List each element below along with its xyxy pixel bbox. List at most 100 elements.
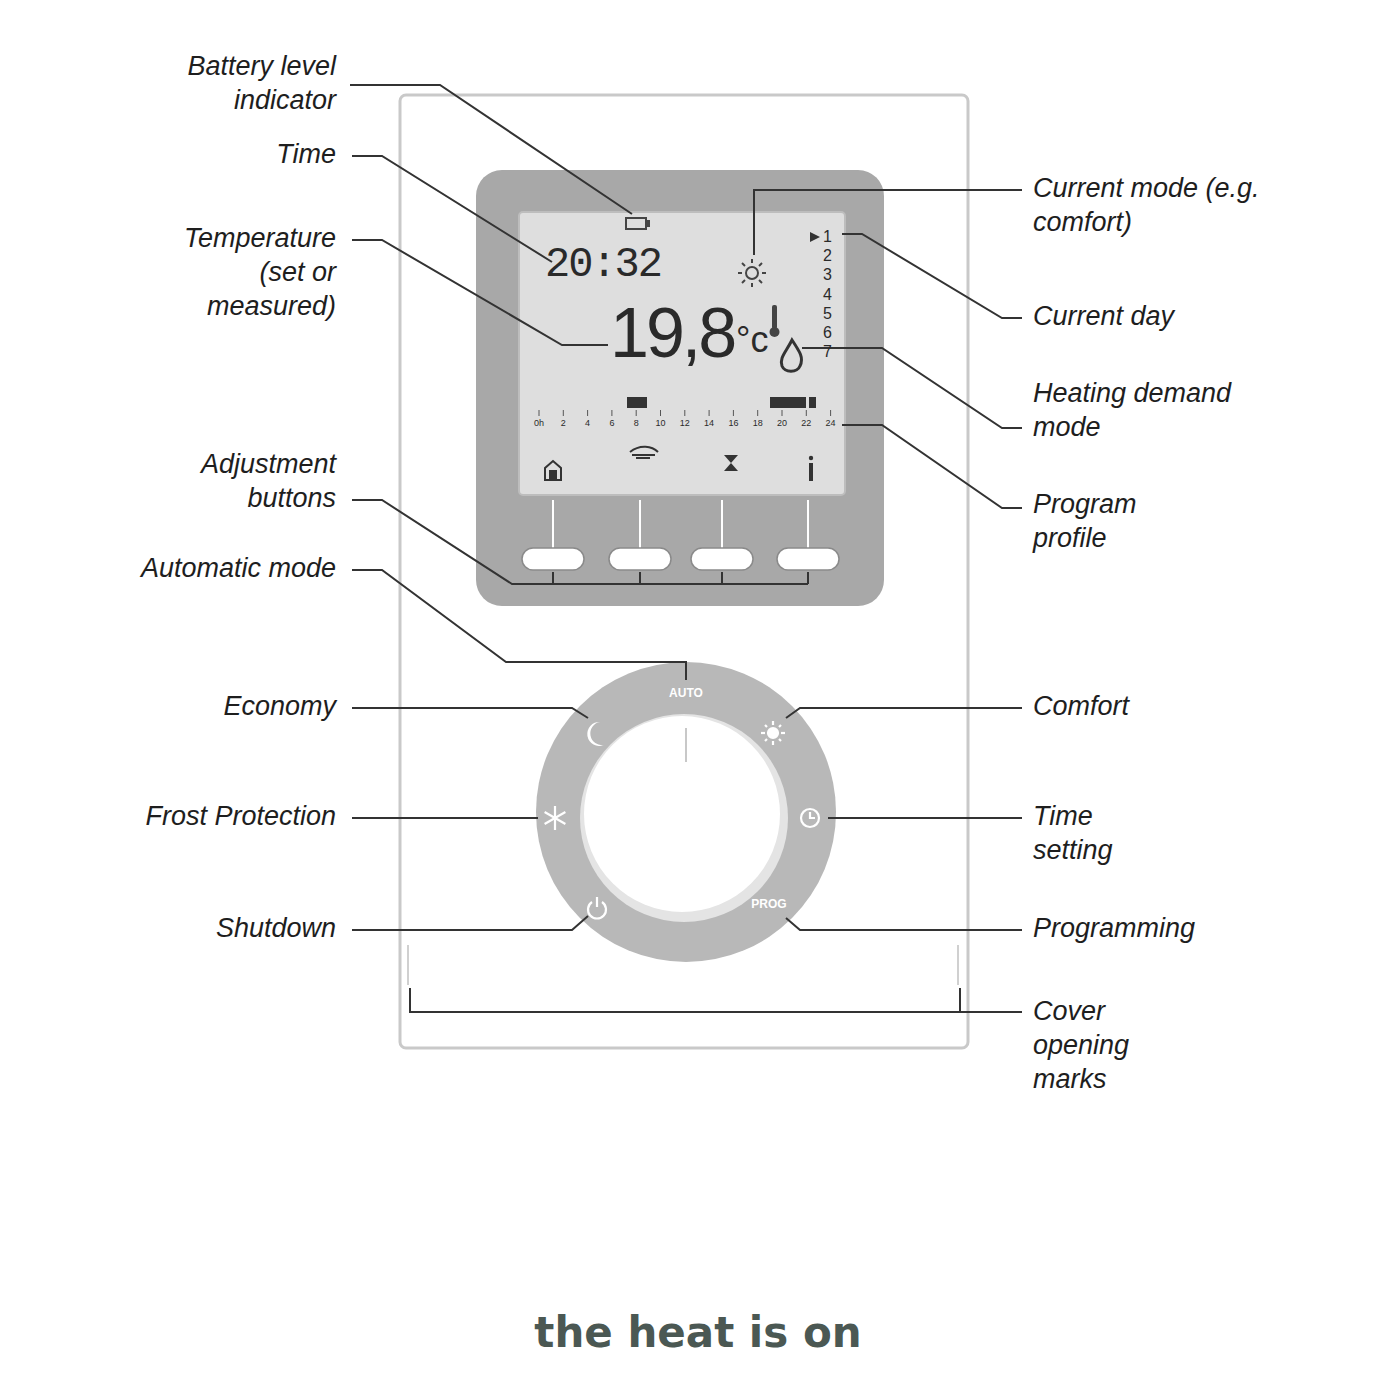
- hourglass-icon: [724, 455, 738, 463]
- home-icon: [545, 461, 561, 480]
- display-reading: 19,8: [610, 298, 734, 368]
- hour-scale: 22: [801, 419, 811, 428]
- leader-lines: [352, 817, 538, 819]
- callout-label: Heating demand mode: [1033, 377, 1288, 445]
- dial-marking: AUTO: [669, 687, 703, 699]
- day-number: 2: [823, 248, 832, 264]
- callout-label: Adjustment buttons: [136, 448, 336, 516]
- hour-ticks: [782, 410, 783, 416]
- button-stems: [721, 500, 723, 548]
- leader-lines: [350, 85, 1022, 1012]
- sun-icon: [751, 259, 753, 263]
- adjustment-buttons: [522, 548, 584, 570]
- comfort-icon: [779, 739, 781, 741]
- lcd-bezel: [476, 170, 884, 606]
- callout-label: Cover opening marks: [1033, 995, 1173, 1096]
- comfort-icon: [772, 741, 774, 745]
- leader-lines: [352, 916, 588, 930]
- hour-ticks: [611, 410, 612, 416]
- hour-scale: 8: [634, 419, 639, 428]
- leader-lines: [786, 918, 1022, 930]
- leader-lines: [352, 570, 686, 680]
- leader-lines: [828, 817, 1022, 819]
- leader-lines: [960, 988, 1022, 1012]
- button-stems: [552, 500, 554, 548]
- hour-ticks: [757, 410, 758, 416]
- sun-icon: [738, 272, 742, 274]
- callout-label: Programming: [1033, 912, 1263, 946]
- leader-lines: [552, 572, 554, 584]
- leader-lines: [842, 234, 1022, 318]
- sun-icon: [759, 263, 762, 266]
- sun-icon: [751, 283, 753, 287]
- leader-lines: [807, 572, 809, 584]
- battery-icon: [626, 218, 649, 229]
- hour-ticks: [806, 410, 807, 416]
- sun-icon: [759, 280, 762, 283]
- comfort-icon: [761, 732, 765, 734]
- info-icon: [809, 463, 813, 481]
- hour-scale: 2: [561, 419, 566, 428]
- hour-scale: 10: [655, 419, 665, 428]
- thermometer-icon: [772, 305, 777, 329]
- hour-scale: 20: [777, 419, 787, 428]
- housing: [400, 95, 968, 1048]
- hour-ticks: [539, 410, 831, 416]
- hour-scale: 6: [609, 419, 614, 428]
- hour-scale: 16: [728, 419, 738, 428]
- leader-lines: [721, 572, 723, 584]
- leader-lines: [352, 500, 808, 584]
- leader-lines: [754, 190, 1022, 255]
- hour-ticks: [684, 410, 685, 416]
- comfort-icon: [768, 728, 778, 738]
- info-icon: [809, 456, 813, 481]
- comfort-icon: [779, 725, 781, 727]
- day-number: 5: [823, 306, 832, 322]
- hour-ticks: [660, 410, 661, 416]
- battery-icon: [646, 221, 649, 226]
- leader-lines: [350, 85, 632, 214]
- housing: [407, 945, 409, 985]
- adjustment-buttons: [522, 548, 839, 570]
- power-icon: [588, 897, 606, 918]
- callout-label: Time setting: [1033, 800, 1163, 868]
- hour-ticks: [539, 410, 540, 416]
- day-number: 7: [823, 344, 832, 360]
- hour-ticks: [587, 410, 588, 416]
- flame-icon: [781, 340, 801, 371]
- battery-icon: [626, 218, 646, 229]
- frost-icon: [545, 812, 566, 824]
- adjustment-buttons: [691, 548, 753, 570]
- hour-ticks: [636, 410, 637, 416]
- sun-icon: [746, 267, 758, 279]
- callout-label: Shutdown: [136, 912, 336, 946]
- button-stems: [639, 500, 641, 548]
- callout-label: Frost Protection: [56, 800, 336, 834]
- frost-icon: [545, 806, 566, 830]
- leader-lines: [786, 708, 1022, 718]
- program-bars: [627, 397, 816, 408]
- callout-label: Program profile: [1033, 488, 1193, 556]
- callout-label: Automatic mode: [136, 552, 336, 586]
- adjustment-buttons: [777, 548, 839, 570]
- mode-dial: [536, 662, 836, 962]
- economy-icon: [587, 722, 604, 746]
- hour-ticks: [830, 410, 831, 416]
- sun-icon: [762, 272, 766, 274]
- display-reading: °c: [736, 322, 768, 358]
- sun-icon: [742, 280, 745, 283]
- hour-scale: 4: [585, 419, 590, 428]
- program-bars: [770, 397, 806, 408]
- hand-icon: [630, 447, 658, 458]
- hour-ticks: [709, 410, 710, 416]
- sun-icon: [742, 263, 745, 266]
- power-icon: [596, 897, 598, 907]
- hour-scale: 24: [826, 419, 836, 428]
- mode-dial: [536, 662, 836, 962]
- comfort-icon: [772, 721, 774, 725]
- leader-lines: [352, 708, 588, 718]
- housing: [957, 945, 959, 985]
- comfort-icon: [765, 725, 767, 727]
